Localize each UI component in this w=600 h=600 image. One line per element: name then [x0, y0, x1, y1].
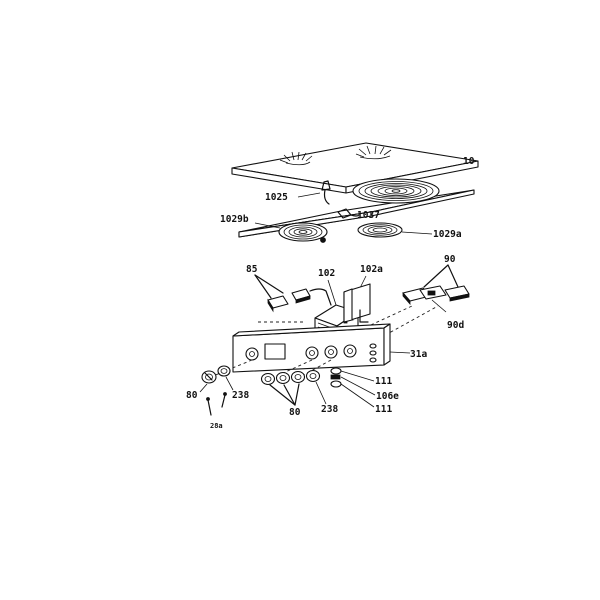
label-element-connector: 1037 — [357, 210, 380, 221]
label-cooktop-top: 10 — [463, 156, 475, 167]
label-lamp-holder: 106e — [376, 391, 399, 402]
knob-group-assembly: 80 238 — [260, 369, 338, 418]
label-lamp-lower: 111 — [375, 404, 392, 415]
element-clip: 1025 — [265, 180, 331, 205]
control-module-right: 90 90d — [359, 254, 470, 339]
indicator-lamp-assembly: 111 106e 111 — [330, 367, 399, 415]
element-connector: 1037 — [337, 208, 380, 221]
radiant-element-large — [352, 178, 440, 204]
label-control-panel: 31a — [410, 349, 427, 360]
control-panel: 31a — [212, 323, 427, 379]
cooktop-glass-top: 10 — [231, 142, 479, 194]
label-relay-bracket: 102a — [360, 264, 383, 275]
label-element-right: 1029a — [433, 229, 462, 240]
knob-left-assembly: 80 238 28a — [186, 365, 249, 430]
label-module-right: 90 — [444, 254, 456, 265]
label-knob-left: 80 — [186, 390, 198, 401]
label-relay: 102 — [318, 268, 335, 279]
radiant-element-left: 1029b — [220, 214, 328, 243]
label-module-left: 85 — [246, 264, 258, 275]
label-element-clip: 1025 — [265, 192, 288, 203]
radiant-element-right: 1029a — [357, 222, 462, 240]
label-element-left: 1029b — [220, 214, 249, 225]
label-knob-spindle: 28a — [210, 422, 223, 430]
label-knob-insert-left: 238 — [232, 390, 249, 401]
label-knob-group: 80 — [289, 407, 301, 418]
label-module-right-sub: 90d — [447, 320, 464, 331]
label-knob-insert-mid: 238 — [321, 404, 338, 415]
control-module-left: 85 — [246, 264, 332, 323]
label-lamp-upper: 111 — [375, 376, 392, 387]
